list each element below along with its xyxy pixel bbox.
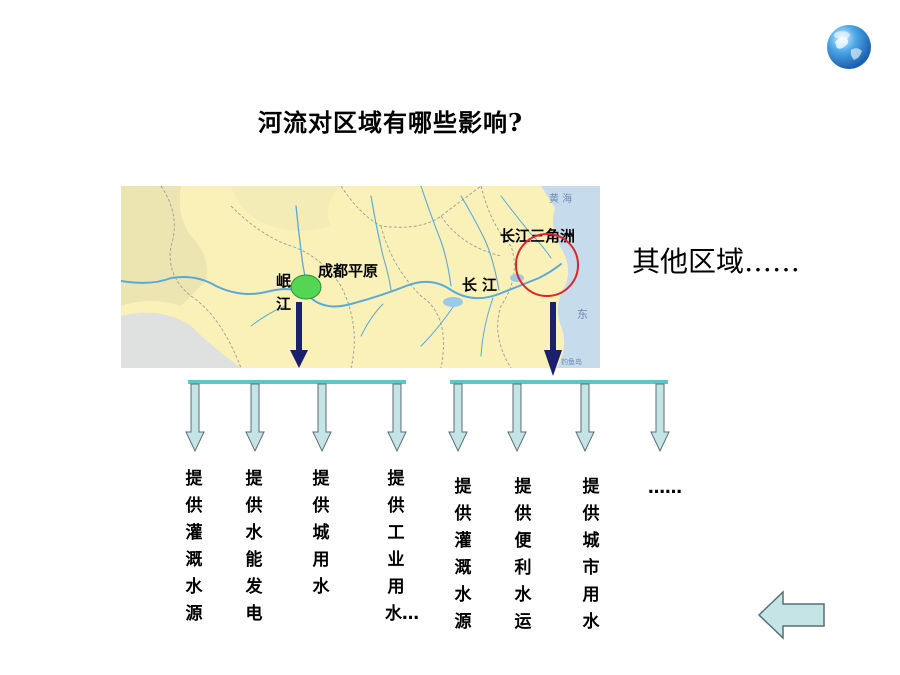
left-item-city-water: 提供城用水 [312,469,330,597]
left-item-hydropower: 提供水能发电 [245,469,263,624]
right-item-irrigation: 提供灌溉水源 [454,477,472,632]
right-arrow-3 [575,383,595,453]
left-branch-bar [188,380,406,384]
left-arrow-3 [312,383,332,453]
left-arrow-1 [185,383,205,453]
back-arrow-icon[interactable] [757,590,827,640]
left-arrow-2 [245,383,265,453]
other-regions-text: 其他区域…… [632,245,801,278]
right-arrow-1 [448,383,468,453]
right-item-navigation: 提供便利水运 [514,477,532,632]
right-item-city-water: 提供城市用水 [582,477,600,632]
changjiang-label: 长江 [462,276,503,294]
page-title: 河流对区域有哪些影响? [258,108,524,137]
right-arrow-4 [650,383,670,453]
globe-icon [827,25,871,69]
chengdu-plain-label: 成都平原 [318,262,379,280]
yellow-sea-label: 黄 海 [549,192,572,205]
right-arrow-2 [507,383,527,453]
right-branch-bar [450,380,668,384]
east-sea-label: 东 [577,308,588,321]
diaoyu-label: 钓鱼岛 [561,357,582,366]
yangtze-delta-label: 长江三角洲 [500,227,576,245]
left-item-industrial-water: 提供工业用水… [385,469,419,624]
minjiang-label: 岷江 [276,272,292,313]
right-item-more: …… [648,478,682,498]
left-arrow-4 [387,383,407,453]
left-item-irrigation: 提供灌溉水源 [185,469,203,624]
